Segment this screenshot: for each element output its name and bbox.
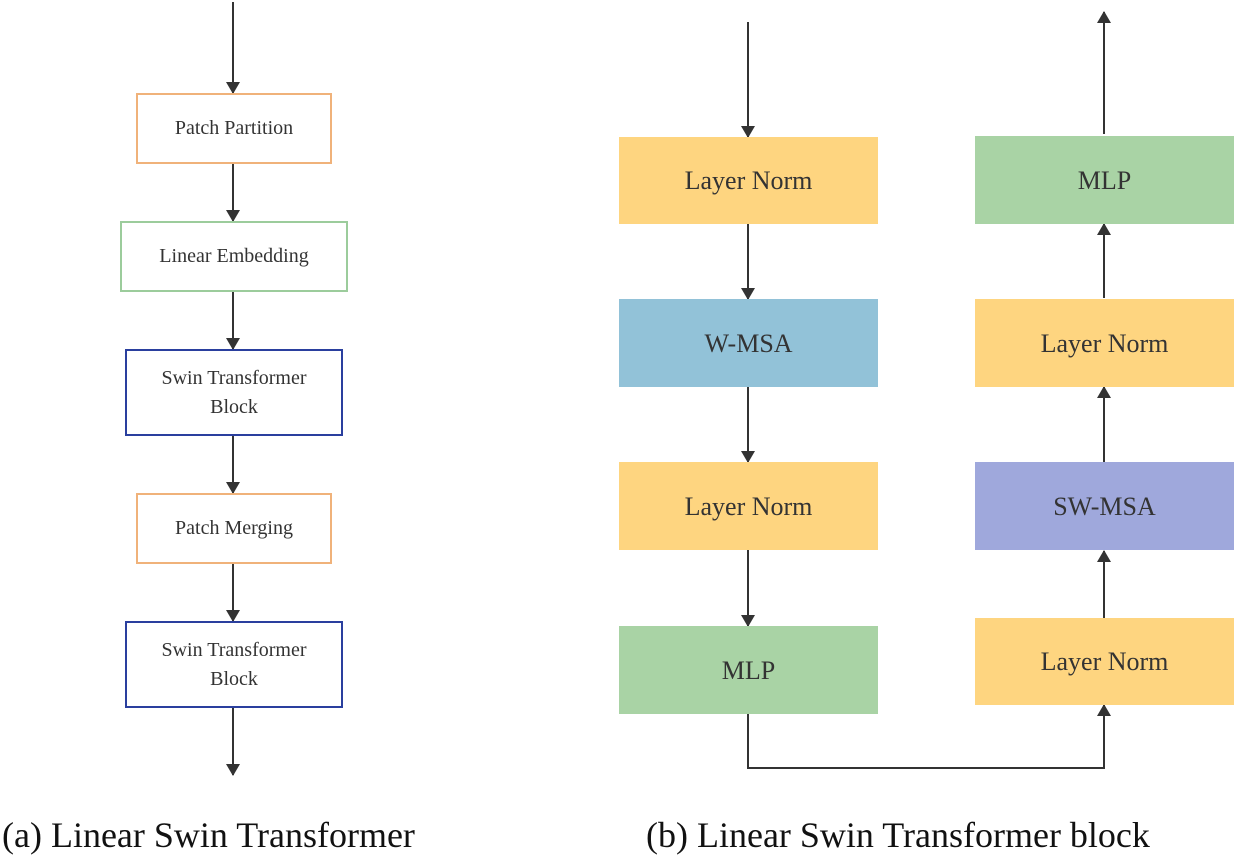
mlp-1-label: MLP xyxy=(721,655,776,685)
patch-partition-node: Patch Partition xyxy=(136,93,332,164)
sw-msa-node: SW-MSA xyxy=(975,462,1234,550)
sw-msa-label: SW-MSA xyxy=(1053,491,1156,521)
layer-norm-4-label: Layer Norm xyxy=(1040,647,1169,676)
caption-panel-a: (a) Linear Swin Transformer xyxy=(2,815,415,855)
layer-norm-4-node: Layer Norm xyxy=(975,618,1234,705)
mlp-1-node: MLP xyxy=(619,626,878,714)
patch-merging-node: Patch Merging xyxy=(136,493,332,564)
w-msa-node: W-MSA xyxy=(619,299,878,387)
patch-merging-label: Patch Merging xyxy=(175,517,293,539)
patch-partition-label: Patch Partition xyxy=(174,117,294,139)
layer-norm-1-node: Layer Norm xyxy=(619,137,878,224)
w-msa-label: W-MSA xyxy=(704,328,793,358)
swin-transformer-block-1-node: Swin Transformer Block xyxy=(125,349,343,436)
layer-norm-2-label: Layer Norm xyxy=(684,491,813,521)
layer-norm-3-node: Layer Norm xyxy=(975,299,1234,387)
linear-embedding-node: Linear Embedding xyxy=(120,221,348,292)
mlp-2-label: MLP xyxy=(1077,165,1132,195)
connector-mlp-to-layer-norm-4 xyxy=(747,704,1111,769)
swin-block-2-label-line1: Swin Transformer xyxy=(161,638,307,661)
caption-panel-b: (b) Linear Swin Transformer block xyxy=(646,815,1150,855)
swin-block-2-label-line2: Block xyxy=(210,667,258,690)
mlp-2-node: MLP xyxy=(975,136,1234,224)
layer-norm-2-node: Layer Norm xyxy=(619,462,878,550)
swin-transformer-block-2-node: Swin Transformer Block xyxy=(125,621,343,708)
linear-embedding-label: Linear Embedding xyxy=(159,245,309,267)
layer-norm-1-label: Layer Norm xyxy=(684,166,813,195)
swin-block-1-label-line2: Block xyxy=(210,395,258,418)
layer-norm-3-label: Layer Norm xyxy=(1040,328,1169,358)
swin-block-1-label-line1: Swin Transformer xyxy=(161,366,307,389)
